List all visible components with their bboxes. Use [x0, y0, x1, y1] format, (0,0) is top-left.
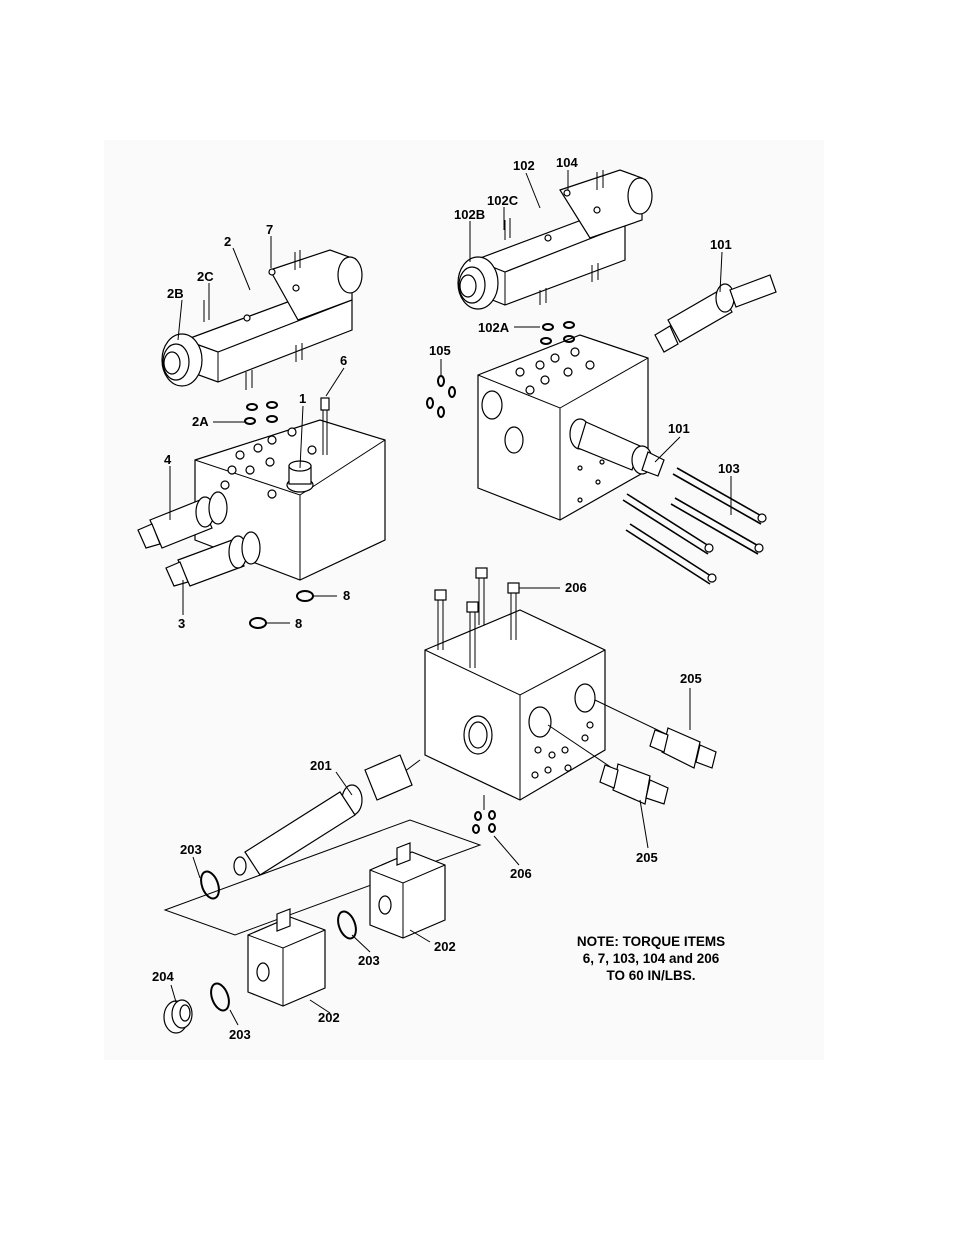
- label-104: 104: [556, 155, 578, 170]
- label-203c: 203: [229, 1027, 251, 1042]
- label-2b: 2B: [167, 286, 184, 301]
- label-202b: 202: [318, 1010, 340, 1025]
- label-203b: 203: [358, 953, 380, 968]
- label-6: 6: [340, 353, 347, 368]
- label-206a: 206: [565, 580, 587, 595]
- label-202a: 202: [434, 939, 456, 954]
- note-line-1: NOTE: TORQUE ITEMS: [577, 934, 725, 949]
- label-205b: 205: [636, 850, 658, 865]
- note-line-2: 6, 7, 103, 104 and 206: [583, 951, 720, 966]
- note-line-3: TO 60 IN/LBS.: [606, 968, 695, 983]
- label-2: 2: [224, 234, 231, 249]
- label-3: 3: [178, 616, 185, 631]
- label-201: 201: [310, 758, 332, 773]
- label-204: 204: [152, 969, 174, 984]
- label-102c: 102C: [487, 193, 519, 208]
- label-101a: 101: [710, 237, 732, 252]
- label-8a: 8: [343, 588, 350, 603]
- label-1: 1: [299, 391, 306, 406]
- label-2c: 2C: [197, 269, 214, 284]
- label-4: 4: [164, 452, 172, 467]
- label-102: 102: [513, 158, 535, 173]
- label-203a: 203: [180, 842, 202, 857]
- label-103: 103: [718, 461, 740, 476]
- label-206b: 206: [510, 866, 532, 881]
- label-7: 7: [266, 222, 273, 237]
- label-8b: 8: [295, 616, 302, 631]
- label-205a: 205: [680, 671, 702, 686]
- label-2a: 2A: [192, 414, 209, 429]
- label-102a: 102A: [478, 320, 510, 335]
- label-105: 105: [429, 343, 451, 358]
- label-102b: 102B: [454, 207, 485, 222]
- label-101b: 101: [668, 421, 690, 436]
